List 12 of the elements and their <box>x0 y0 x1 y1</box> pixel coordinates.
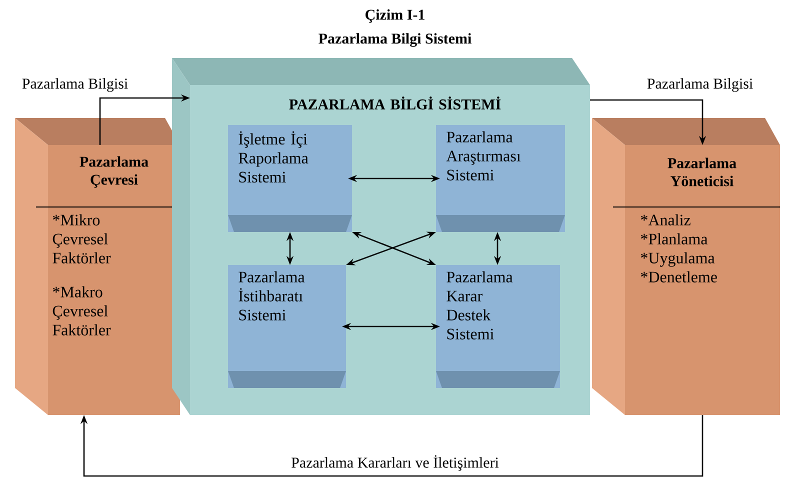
arrow <box>80 415 704 477</box>
subsystem-box: İşletme İçi Raporlama Sistemi <box>228 125 352 232</box>
subsystem-box: Pazarlama Karar Destek Sistemi <box>436 265 560 388</box>
box-3d: Pazarlama Çevresi *Mikro Çevresel Faktörler *Makro Çevresel Faktörler <box>15 118 180 415</box>
subsystem-box: Pazarlama İstihbaratı Sistemi <box>228 265 346 388</box>
edge-label: Pazarlama Kararları ve İletişimleri <box>290 454 500 472</box>
title: Çizim I-1 <box>366 9 424 23</box>
box-3d: Pazarlama Yöneticisi *Analiz *Planlama *Uygulama *Denetleme <box>592 118 780 415</box>
subtitle: Pazarlama Bilgi Sistemi <box>318 33 472 47</box>
subsystem-box: Pazarlama Araştırması Sistemi <box>436 125 565 232</box>
edge-label: Pazarlama Bilgisi <box>20 77 130 93</box>
edge-label: Pazarlama Bilgisi <box>646 77 754 93</box>
